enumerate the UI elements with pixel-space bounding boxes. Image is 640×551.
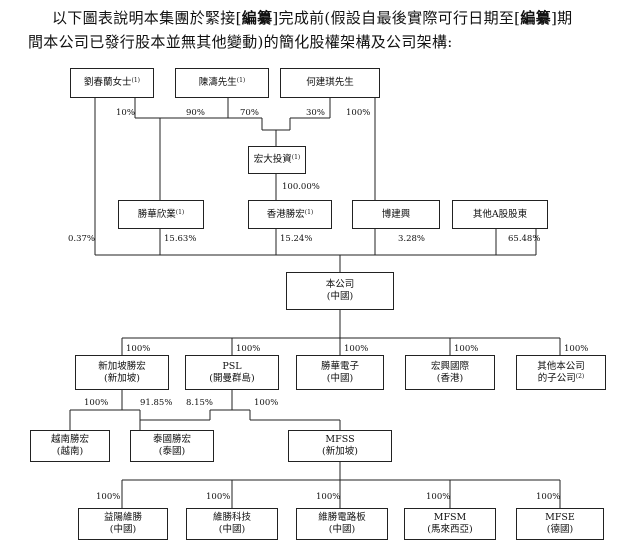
box-sublabel: (德國) bbox=[546, 524, 574, 535]
pct-company-shdz: 100% bbox=[344, 344, 369, 354]
pct-bojianxing-company: 3.28% bbox=[398, 234, 426, 244]
box-label: 維勝科技 bbox=[212, 512, 251, 523]
box-label: 本公司 bbox=[325, 279, 355, 290]
entity-weisheng-tech: 維勝科技 (中國) bbox=[186, 508, 278, 540]
pct-hk-company: 15.24% bbox=[280, 234, 313, 244]
pct-sg-thailand: 91.85% bbox=[140, 398, 173, 408]
shareholder-liu: 劉春蘭女士(1) bbox=[70, 68, 154, 98]
redacted-marker: 編纂 bbox=[241, 9, 273, 27]
entity-shenghua-dianzi: 勝華電子 (中國) bbox=[296, 355, 384, 390]
box-label: 劉春蘭女士 bbox=[83, 77, 132, 88]
entity-hk-shenghong: 香港勝宏(1) bbox=[248, 200, 332, 229]
pct-psl-mfss: 100% bbox=[254, 398, 279, 408]
pct-he-hongda: 30% bbox=[306, 108, 325, 118]
footnote-marker: (1) bbox=[304, 208, 314, 216]
entity-sg-shenghong: 新加坡勝宏 (新加坡) bbox=[75, 355, 169, 390]
intro-paragraph: 以下圖表說明本集團於緊接[編纂]完成前(假設自最後實際可行日期至[編纂]期 間本… bbox=[28, 6, 628, 54]
pct-he-bojianxing: 100% bbox=[346, 108, 371, 118]
box-sublabel: (中國) bbox=[326, 291, 354, 302]
box-label: 其他本公司 bbox=[537, 360, 585, 372]
box-label: MFSS bbox=[325, 434, 355, 445]
entity-hongda: 宏大投資(1) bbox=[248, 146, 306, 174]
pct-liu-company: 0.37% bbox=[68, 234, 96, 244]
entity-weisheng-pcb: 維勝電路板 (中國) bbox=[296, 508, 388, 540]
box-label: 宏興國際 bbox=[430, 360, 469, 372]
entity-mfsm: MFSM (馬來西亞) bbox=[404, 508, 496, 540]
box-sublabel: (新加坡) bbox=[322, 446, 358, 457]
box-sublabel: 的子公司 bbox=[537, 372, 576, 384]
pct-psl-thailand: 8.15% bbox=[186, 398, 214, 408]
entity-mfse: MFSE (德國) bbox=[516, 508, 604, 540]
box-sublabel: (越南) bbox=[56, 446, 84, 457]
pct-company-hongyu: 100% bbox=[454, 344, 479, 354]
box-label: 其他A股股東 bbox=[472, 208, 528, 220]
entity-psl: PSL (開曼群島) bbox=[185, 355, 279, 390]
pct-mfss-mfsm: 100% bbox=[426, 492, 451, 502]
entity-bojianxing: 博建興 bbox=[352, 200, 440, 229]
pct-mfss-yiyang: 100% bbox=[96, 492, 121, 502]
entity-other-a-shareholders: 其他A股股東 bbox=[452, 200, 548, 229]
box-sublabel: (香港) bbox=[436, 372, 464, 384]
pct-mfss-mfse: 100% bbox=[536, 492, 561, 502]
box-label: 何建琪先生 bbox=[306, 77, 354, 88]
box-label: 維勝電路板 bbox=[318, 512, 366, 523]
box-label: PSL bbox=[222, 360, 242, 372]
entity-yiyang-weisheng: 益陽維勝 (中國) bbox=[78, 508, 168, 540]
entity-vietnam-shenghong: 越南勝宏 (越南) bbox=[30, 430, 110, 462]
intro-line-2: 間本公司已發行股本並無其他變動)的簡化股權架構及公司架構: bbox=[28, 33, 453, 51]
pct-liu-shenghua: 10% bbox=[116, 108, 135, 118]
shareholder-chen: 陳濤先生(1) bbox=[175, 68, 269, 98]
pct-company-psl: 100% bbox=[236, 344, 261, 354]
entity-company: 本公司 (中國) bbox=[286, 272, 394, 310]
footnote-marker: (1) bbox=[131, 77, 141, 84]
pct-company-othersub: 100% bbox=[564, 344, 589, 354]
box-label: 香港勝宏 bbox=[266, 208, 305, 220]
pct-hongda-hk: 100.00% bbox=[282, 182, 320, 192]
box-sublabel: (中國) bbox=[326, 372, 354, 384]
box-label: 陳濤先生 bbox=[198, 77, 237, 88]
box-label: 勝華電子 bbox=[320, 360, 359, 372]
box-label: 泰國勝宏 bbox=[152, 434, 191, 445]
entity-shenghua: 勝華欣業(1) bbox=[118, 200, 204, 229]
box-sublabel: (馬來西亞) bbox=[427, 524, 473, 535]
box-label: 新加坡勝宏 bbox=[98, 360, 146, 372]
footnote-marker: (1) bbox=[291, 154, 301, 161]
box-label: 宏大投資 bbox=[253, 154, 292, 165]
entity-mfss: MFSS (新加坡) bbox=[288, 430, 392, 462]
pct-othera-company: 65.48% bbox=[508, 234, 541, 244]
pct-chen-hongda: 70% bbox=[240, 108, 259, 118]
pct-sg-vietnam: 100% bbox=[84, 398, 109, 408]
box-sublabel: (泰國) bbox=[158, 446, 186, 457]
box-sublabel: (新加坡) bbox=[104, 372, 140, 384]
box-sublabel: (中國) bbox=[109, 524, 137, 535]
footnote-marker: (1) bbox=[236, 77, 246, 84]
pct-shenghua-company: 15.63% bbox=[164, 234, 197, 244]
box-sublabel: (中國) bbox=[218, 524, 246, 535]
entity-other-subsidiaries: 其他本公司 的子公司(2) bbox=[516, 355, 606, 390]
footnote-marker: (2) bbox=[575, 372, 585, 380]
box-label: MFSE bbox=[545, 512, 575, 523]
pct-company-sg: 100% bbox=[126, 344, 151, 354]
box-sublabel: (中國) bbox=[328, 524, 356, 535]
box-label: 勝華欣業 bbox=[137, 208, 176, 220]
entity-hongyu: 宏興國際 (香港) bbox=[405, 355, 495, 390]
intro-text: ]完成前(假設自最後實際可行日期至[ bbox=[272, 9, 521, 27]
intro-text: 以下圖表說明本集團於緊接[ bbox=[52, 9, 242, 27]
box-label: 博建興 bbox=[381, 208, 411, 220]
pct-mfss-weisheng-pcb: 100% bbox=[316, 492, 341, 502]
box-label: MFSM bbox=[433, 512, 467, 523]
footnote-marker: (1) bbox=[175, 208, 185, 216]
redacted-marker: 編纂 bbox=[520, 9, 551, 27]
pct-mfss-weisheng-tech: 100% bbox=[206, 492, 231, 502]
intro-line-1: 以下圖表說明本集團於緊接[編纂]完成前(假設自最後實際可行日期至[編纂]期 bbox=[28, 6, 628, 30]
box-label: 益陽維勝 bbox=[103, 512, 142, 523]
box-sublabel: (開曼群島) bbox=[209, 372, 255, 384]
box-label: 越南勝宏 bbox=[50, 434, 89, 445]
intro-text: ]期 bbox=[550, 9, 573, 27]
shareholder-he: 何建琪先生 bbox=[280, 68, 380, 98]
entity-thailand-shenghong: 泰國勝宏 (泰國) bbox=[130, 430, 214, 462]
pct-chen-shenghua: 90% bbox=[186, 108, 205, 118]
